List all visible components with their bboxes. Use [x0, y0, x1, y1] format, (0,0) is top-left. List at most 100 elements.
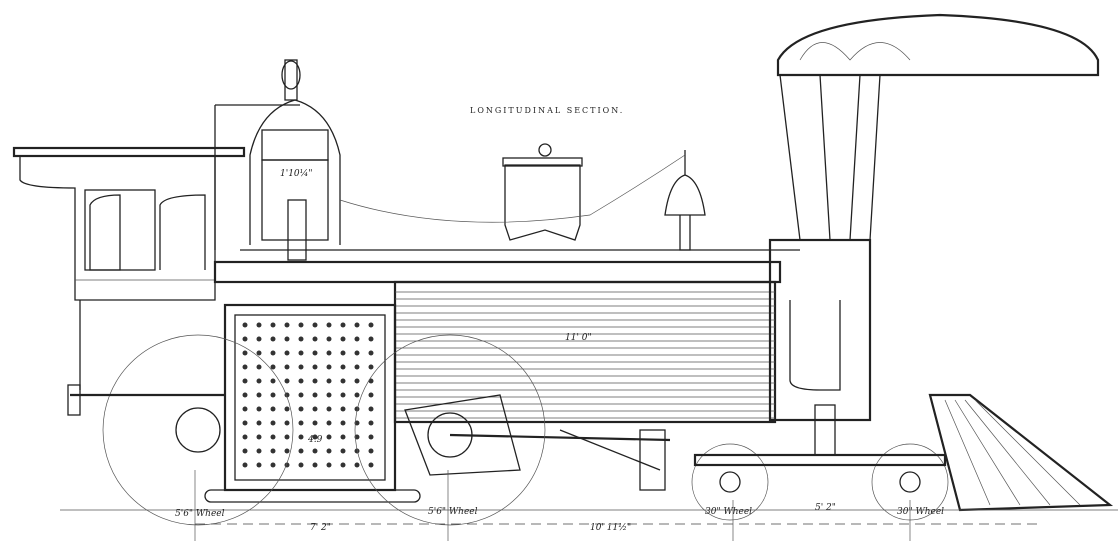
- staybolt: [326, 336, 332, 342]
- dome-dimension-label: 1'10¼": [280, 168, 313, 179]
- staybolt: [242, 406, 248, 412]
- staybolt: [270, 336, 276, 342]
- total-wheelbase-label: 10' 11½": [590, 522, 631, 533]
- staybolt: [340, 350, 346, 356]
- staybolt: [354, 392, 360, 398]
- staybolt: [298, 392, 304, 398]
- staybolt: [340, 434, 346, 440]
- staybolt: [242, 322, 248, 328]
- staybolt: [312, 462, 318, 468]
- steam-dome: [214, 59, 341, 261]
- staybolt: [242, 336, 248, 342]
- staybolt: [312, 420, 318, 426]
- staybolt: [312, 448, 318, 454]
- rear-wheel-label: 5'6" Wheel: [175, 509, 225, 519]
- staybolt: [284, 420, 290, 426]
- staybolt: [270, 364, 276, 370]
- staybolt: [340, 462, 346, 468]
- staybolt: [326, 364, 332, 370]
- staybolt: [354, 322, 360, 328]
- smokestack: [768, 13, 1100, 422]
- staybolt: [368, 448, 374, 454]
- staybolt: [270, 434, 276, 440]
- staybolt: [340, 336, 346, 342]
- staybolt: [256, 350, 262, 356]
- staybolt: [326, 434, 332, 440]
- staybolt: [368, 336, 374, 342]
- staybolt: [340, 364, 346, 370]
- staybolt: [242, 434, 248, 440]
- staybolt: [326, 420, 332, 426]
- staybolt: [312, 322, 318, 328]
- cab: [12, 146, 246, 390]
- staybolt: [298, 364, 304, 370]
- staybolt: [368, 406, 374, 412]
- staybolt: [284, 364, 290, 370]
- firebox-label: 4.9: [307, 435, 323, 445]
- staybolt: [298, 350, 304, 356]
- staybolt: [256, 378, 262, 384]
- staybolt: [256, 448, 262, 454]
- boiler: [213, 249, 800, 424]
- staybolt: [312, 364, 318, 370]
- staybolt: [284, 378, 290, 384]
- staybolt: [298, 448, 304, 454]
- staybolt: [326, 448, 332, 454]
- staybolt: [256, 434, 262, 440]
- staybolt: [284, 406, 290, 412]
- staybolt: [354, 378, 360, 384]
- staybolt: [242, 392, 248, 398]
- staybolt: [326, 392, 332, 398]
- staybolt: [340, 322, 346, 328]
- pilot: [928, 393, 1114, 512]
- staybolt: [298, 420, 304, 426]
- staybolt: [298, 322, 304, 328]
- staybolt: [298, 406, 304, 412]
- driving-wheel-front: [354, 334, 546, 526]
- staybolt: [326, 406, 332, 412]
- staybolt: [340, 392, 346, 398]
- staybolt: [284, 448, 290, 454]
- staybolt: [368, 364, 374, 370]
- staybolt: [312, 350, 318, 356]
- staybolt: [256, 392, 262, 398]
- staybolt: [298, 434, 304, 440]
- staybolt: [354, 336, 360, 342]
- staybolt: [340, 448, 346, 454]
- staybolt: [298, 462, 304, 468]
- staybolt: [354, 420, 360, 426]
- staybolt: [298, 378, 304, 384]
- staybolt: [354, 364, 360, 370]
- staybolt: [312, 378, 318, 384]
- staybolt: [270, 420, 276, 426]
- staybolt: [242, 378, 248, 384]
- wheels: [67, 334, 949, 526]
- staybolt: [312, 406, 318, 412]
- staybolt: [242, 350, 248, 356]
- staybolt: [242, 420, 248, 426]
- staybolt: [368, 462, 374, 468]
- staybolt: [298, 336, 304, 342]
- staybolt: [270, 350, 276, 356]
- staybolt: [284, 350, 290, 356]
- staybolt: [354, 462, 360, 468]
- staybolt: [368, 322, 374, 328]
- driving-wheel-rear: [102, 334, 294, 526]
- truck-wheel-rear: [691, 443, 769, 521]
- boiler-length-label: 11' 0": [565, 333, 592, 343]
- staybolt: [312, 392, 318, 398]
- staybolt: [242, 448, 248, 454]
- staybolt: [270, 406, 276, 412]
- staybolt: [242, 364, 248, 370]
- staybolt: [270, 448, 276, 454]
- staybolt: [256, 322, 262, 328]
- drawing-title: LONGITUDINAL SECTION.: [470, 106, 624, 115]
- staybolt: [326, 378, 332, 384]
- front-truck-wheel-label: 30" Wheel: [897, 507, 944, 517]
- staybolt: [256, 420, 262, 426]
- staybolt: [312, 336, 318, 342]
- staybolt: [256, 336, 262, 342]
- staybolt: [354, 350, 360, 356]
- staybolt: [340, 406, 346, 412]
